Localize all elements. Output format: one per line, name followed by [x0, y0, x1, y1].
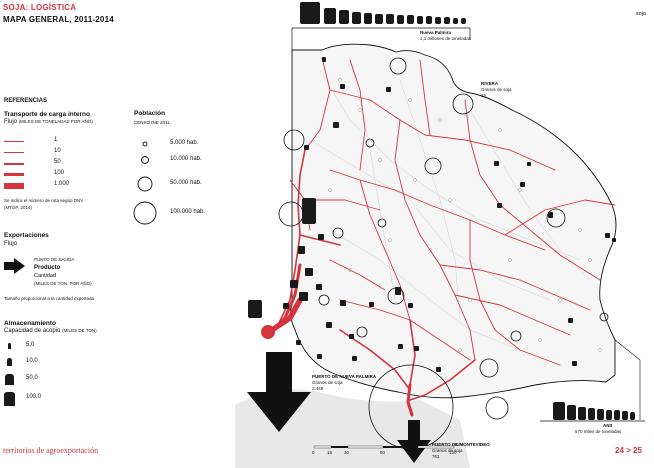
population-circles-map — [278, 57, 609, 450]
nueva-palmira-port-marker — [261, 325, 275, 339]
exports-heading: Exportaciones — [4, 232, 49, 239]
silo-icon — [5, 374, 14, 385]
storage-subheading: Capacidad de acopio (MILES DE TON) — [4, 328, 97, 334]
silo-icon — [8, 343, 11, 349]
transport-subheading: Flujo (MILES DE TONELADAS POR AÑO) — [4, 119, 93, 125]
pop-label-10000: 10.000 hab. — [170, 156, 202, 162]
scale-ticks: 0 15 30 60 90 120 — [312, 450, 457, 455]
pop-label-100000: 100.000 hab. — [170, 209, 206, 215]
storage-silos-map — [248, 57, 616, 372]
population-circles — [133, 141, 157, 225]
flow-legend-100: 100 — [4, 170, 114, 181]
silo-icon — [4, 392, 15, 406]
map-title: SOJA: LOGÍSTICA — [3, 3, 77, 12]
transport-network — [269, 57, 616, 417]
scale-unit: Km — [455, 442, 462, 447]
silo-icon — [7, 358, 12, 366]
export-arrow-montevideo — [397, 420, 431, 463]
flow-legend-10: 10 — [4, 148, 114, 159]
pop-circle-5000 — [142, 141, 148, 147]
flow-legend-50: 50 — [4, 159, 114, 170]
storage-legend: 5,0 10,0 50,0 100,0 — [4, 342, 84, 412]
nueva-palmira-port-label: PUERTO DE NUEVA PALMIRA Granos de soja 2… — [312, 374, 377, 391]
book-title: territorios de agroexportación — [3, 446, 99, 455]
anii-summary: ANII 570 miles de toneladas — [575, 423, 622, 434]
export-arrow-nueva-palmira — [247, 352, 311, 432]
flow-legend-1: 1 — [4, 137, 114, 148]
transport-unit: (MILES DE TONELADAS POR AÑO) — [18, 119, 93, 124]
transport-heading: Transporte de carga interno — [4, 111, 90, 118]
pop-circle-10000 — [141, 156, 149, 164]
export-arrow-icon — [4, 258, 25, 274]
storage-heading: Almacenamiento — [4, 320, 57, 327]
storage-unit: (MILES DE TON) — [62, 328, 97, 333]
legend-title: REFERENCIAS — [4, 98, 48, 104]
storage-legend-5: 5,0 — [4, 342, 84, 352]
montevideo-port-label: PUERTO DE MONTEVIDEO Granos de soja 761 — [432, 442, 490, 459]
flow-legend-1000: 1.000 — [4, 181, 114, 192]
uruguay-territory — [290, 43, 617, 399]
section-tag: soja — [635, 11, 646, 17]
minor-roads — [309, 59, 591, 351]
small-towns — [328, 78, 602, 352]
transport-legend: 1 10 50 100 1.000 — [4, 137, 114, 198]
exports-subheading: Flujo — [4, 241, 18, 247]
pop-circle-50000 — [137, 176, 153, 192]
page-numbers: 24 > 25 — [615, 446, 642, 455]
pop-label-50000: 50.000 hab. — [170, 180, 202, 186]
pop-label-5000: 5.000 hab. — [170, 140, 199, 146]
legend-panel: REFERENCIAS Transporte de carga interno … — [4, 98, 130, 125]
exports-note: Tamaño proporcional a la cantidad export… — [4, 296, 96, 301]
storage-legend-100: 100,0 — [4, 392, 84, 406]
map-subtitle: MAPA GENERAL, 2011-2014 — [3, 15, 114, 24]
scale-bar — [313, 445, 455, 449]
nueva-palmira-summary: Nueva Palmira 1,1 millones de toneladas — [420, 30, 472, 41]
pop-circle-100000 — [133, 201, 157, 225]
nueva-palmira-silo-row — [300, 2, 466, 24]
storage-legend-50: 50,0 — [4, 374, 84, 386]
rivera-label: RIVERA Granos de soja 15 — [481, 81, 512, 98]
population-legend: 5.000 hab. 10.000 hab. 50.000 hab. 100.0… — [130, 135, 230, 230]
population-subheading: CENSO INE 2011 — [134, 120, 170, 125]
anii-silo-row — [553, 402, 635, 420]
transport-note: Se indica el número de ruta según DNV (M… — [4, 198, 84, 210]
storage-legend-10: 10,0 — [4, 358, 84, 368]
population-heading: Población — [134, 110, 166, 117]
export-legend-labels: PUNTO DE SALIDA Producto Cantidad (MILES… — [34, 257, 92, 286]
